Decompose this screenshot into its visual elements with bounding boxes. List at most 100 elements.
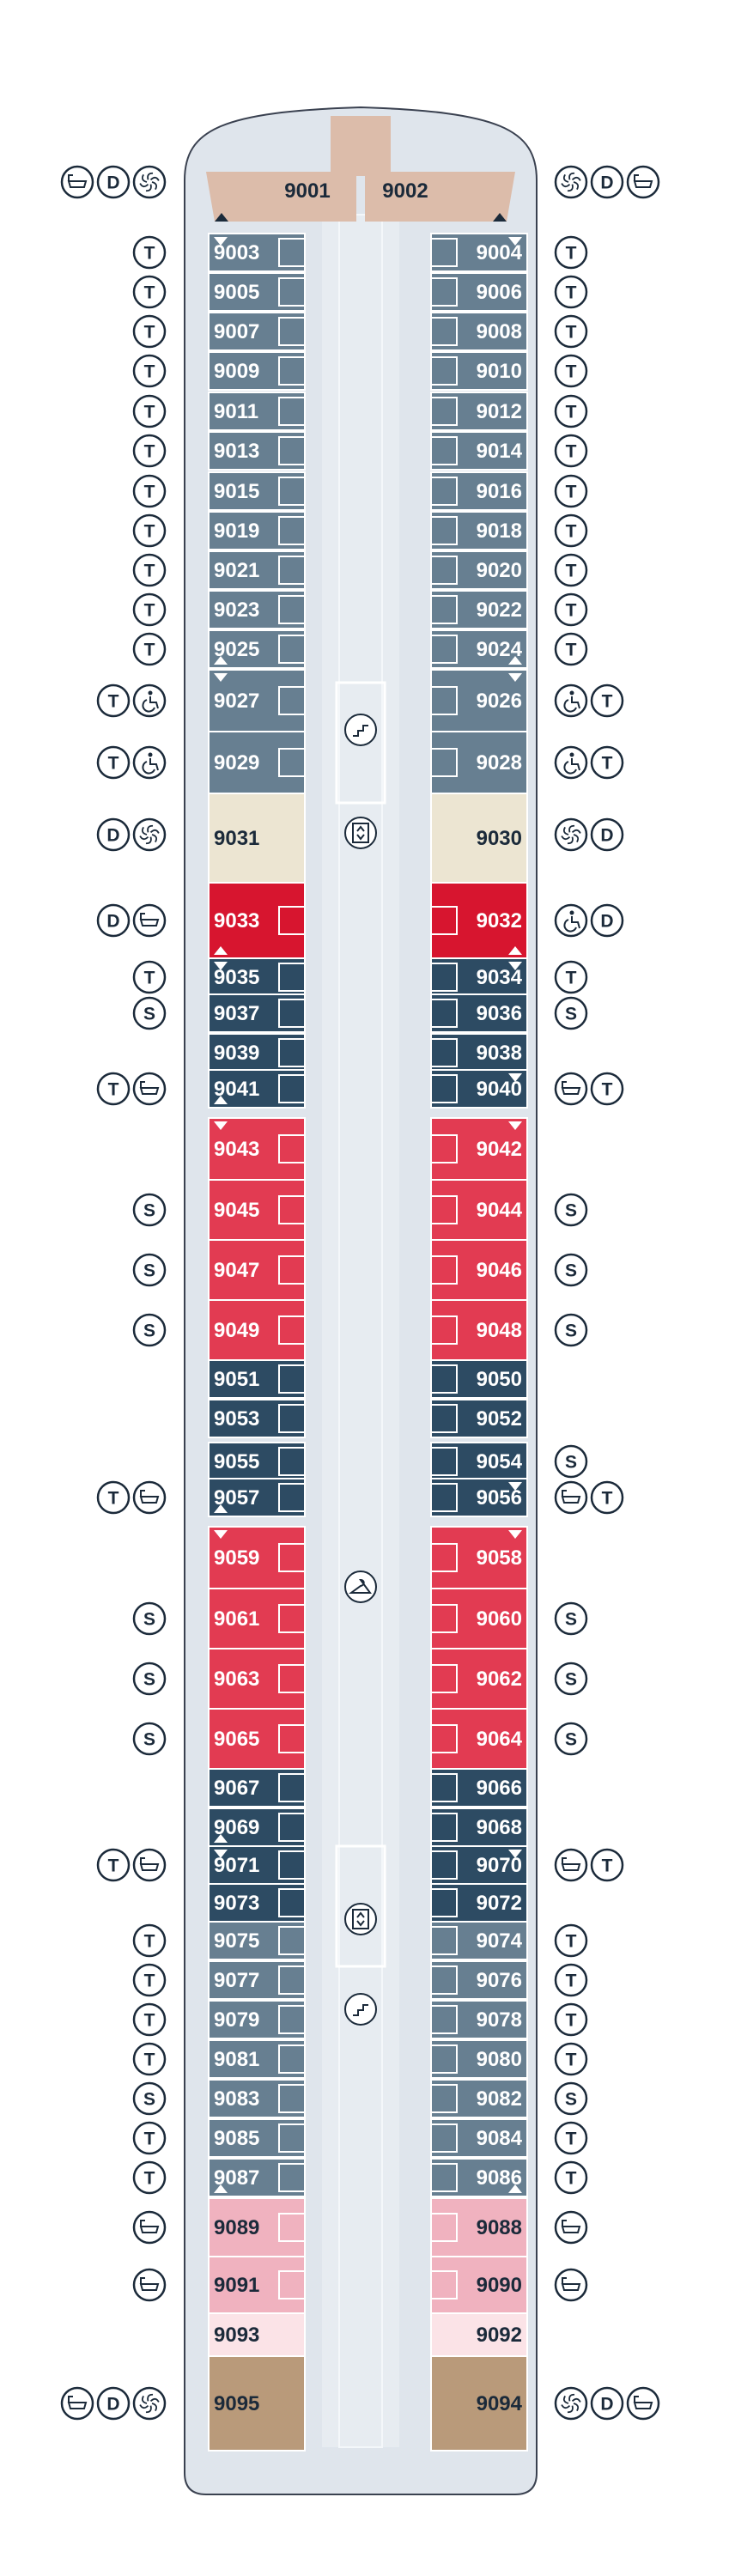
cabin-9082: 9082: [430, 2079, 528, 2118]
cabin-number: 9083: [214, 2087, 259, 2111]
elevator-aft-circle: [344, 1903, 377, 1935]
cabin-9046: 9046: [430, 1239, 528, 1301]
shower-ring: [554, 1253, 588, 1287]
cabin-number: 9085: [214, 2127, 259, 2150]
bow-room-port: [206, 172, 356, 222]
stairwell-forward: [335, 681, 386, 805]
aperture-blade: [568, 824, 575, 833]
cabin-9073-bath: [278, 1888, 306, 1917]
cabin-number: 9064: [477, 1728, 523, 1751]
cabin-number: 9008: [477, 320, 522, 343]
cabin-9052-bath: [430, 1404, 458, 1433]
balcony-ring: [554, 2386, 588, 2421]
tv-letter: T: [566, 2011, 577, 2031]
cabin-9026-bath: [430, 686, 458, 715]
connecting-door-9043: [214, 1121, 228, 1130]
cabin-9025: 9025: [208, 629, 306, 669]
facilities: [335, 681, 386, 2026]
tv-icon: T: [554, 1963, 588, 1997]
tub-shape: [633, 2396, 653, 2409]
cabin-number: 9079: [214, 2008, 259, 2032]
aperture-blade: [141, 826, 148, 835]
cabin-number: 9084: [477, 2127, 523, 2150]
tv-letter: T: [144, 1932, 155, 1952]
tv-ring: [554, 2002, 588, 2037]
cabin-number: 9071: [214, 1854, 259, 1877]
tv-ring: [590, 683, 624, 718]
cabin-number: 9078: [477, 2008, 522, 2032]
cabin-number: 9023: [214, 598, 259, 622]
aperture-blade: [151, 181, 158, 191]
balcony-ring: [132, 2386, 167, 2421]
connecting-door-9034: [508, 962, 522, 970]
aperture-blade: [139, 2404, 149, 2409]
stairs-forward: [344, 714, 377, 746]
cabin-number: 9047: [214, 1259, 259, 1282]
tv-icon: T: [590, 1848, 624, 1882]
cabin-9068-bath: [430, 1813, 458, 1842]
shower-ring: [132, 1601, 167, 1636]
cabin-9012: 9012: [430, 392, 528, 431]
cabin-9053-bath: [278, 1404, 306, 1433]
double-ring: [590, 903, 624, 938]
cabin-9069-bath: [278, 1813, 306, 1842]
connecting-door-9086: [508, 2184, 522, 2193]
cabin-9024-bath: [430, 635, 458, 664]
cabin-9058-bath: [430, 1543, 458, 1572]
shower-letter: S: [565, 1201, 577, 1221]
shower-ring: [554, 1662, 588, 1696]
double-ring: [590, 2386, 624, 2421]
double-ring: [96, 165, 131, 199]
cabin-number: 9037: [214, 1002, 259, 1025]
double-icon: D: [590, 817, 624, 852]
tub-shape: [139, 2220, 160, 2233]
tv-ring: [96, 1072, 131, 1106]
tv-ring: [554, 2042, 588, 2076]
aperture-blade: [573, 834, 580, 843]
shower-icon: S: [554, 996, 588, 1030]
shower-ring: [554, 1444, 588, 1479]
cabin-9095-room: [208, 2355, 306, 2451]
tub-shape: [561, 2220, 581, 2233]
tub-shape: [139, 2277, 160, 2291]
tv-ring: [132, 354, 167, 388]
shower-ring: [132, 1253, 167, 1287]
tv-letter: T: [602, 1489, 613, 1509]
bow-room-starboard: [365, 172, 515, 222]
tv-icon: T: [132, 1923, 167, 1958]
aperture-blade: [567, 2405, 574, 2414]
tv-icon: T: [554, 394, 588, 428]
tv-icon: T: [132, 394, 167, 428]
tv-letter: T: [566, 562, 577, 581]
tv-ring: [554, 2160, 588, 2195]
cabin-number: 9088: [477, 2216, 522, 2239]
cabin-9064: 9064: [430, 1708, 528, 1770]
shower-ring: [132, 1193, 167, 1227]
cabin-number: 9042: [477, 1138, 522, 1161]
cabin-9066-bath: [430, 1773, 458, 1802]
cabin-number: 9095: [214, 2392, 259, 2415]
cabin-9004: 9004: [430, 233, 528, 272]
tv-ring: [554, 314, 588, 349]
cabin-number: 9087: [214, 2166, 259, 2190]
shower-icon: S: [132, 1193, 167, 1227]
cabin-9045: 9045: [208, 1179, 306, 1241]
cabin-9092-room: [430, 2312, 528, 2357]
cabin-9086: 9086: [430, 2158, 528, 2197]
balcony-icon: [132, 817, 167, 852]
shower-icon: S: [132, 1313, 167, 1347]
tv-ring: [132, 314, 167, 349]
shower-ring: [554, 2081, 588, 2116]
bathtub-icon: [554, 1848, 588, 1882]
cabin-9032: 9032: [430, 882, 528, 959]
cabin-number: 9058: [477, 1546, 522, 1570]
tv-ring: [590, 1480, 624, 1515]
accessible-body: [571, 696, 580, 709]
tv-icon: T: [590, 683, 624, 718]
tv-icon: T: [554, 1923, 588, 1958]
shower-icon: S: [132, 1662, 167, 1696]
tv-icon: T: [132, 960, 167, 994]
connecting-door-9026: [508, 673, 522, 682]
balcony-ring: [132, 817, 167, 852]
cabin-number: 9002: [382, 179, 428, 203]
